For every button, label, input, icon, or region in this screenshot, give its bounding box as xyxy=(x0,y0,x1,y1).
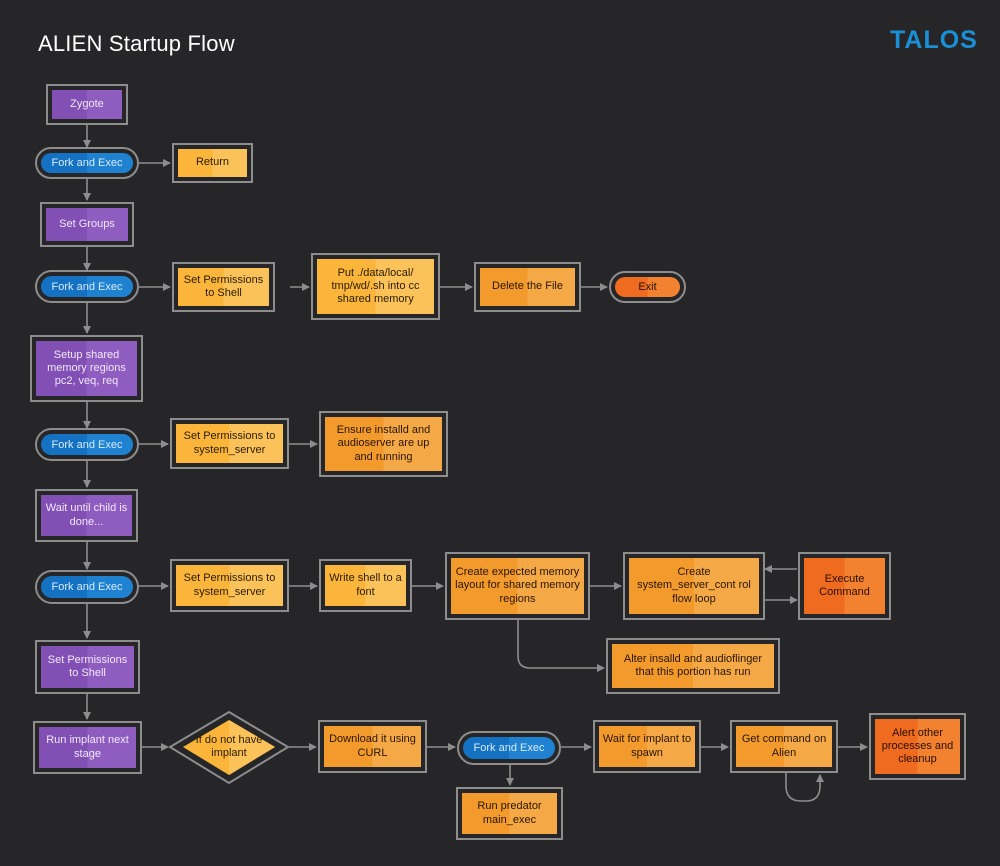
node-run-implant: Run implant next stage xyxy=(33,721,142,774)
node-create-control-loop: Create system_server_cont rol flow loop xyxy=(623,552,765,620)
node-exit-label: Exit xyxy=(615,277,680,297)
node-fork-and-exec-3: Fork and Exec xyxy=(35,428,139,461)
decision-diamond-right xyxy=(229,720,275,775)
node-exit: Exit xyxy=(609,271,686,303)
node-alter-installd-label: Alter insalld and audioflinger that this… xyxy=(612,644,774,688)
node-get-command-label: Get command on Alien xyxy=(736,726,832,767)
node-return: Return xyxy=(172,143,253,183)
decision-if-no-implant: If do not have implant xyxy=(195,733,263,759)
node-set-groups-label: Set Groups xyxy=(46,208,128,241)
node-zygote: Zygote xyxy=(46,84,128,125)
node-set-permissions-shell-1: Set Permissions to Shell xyxy=(172,262,275,312)
node-fork-and-exec-1: Fork and Exec xyxy=(35,147,139,179)
node-return-label: Return xyxy=(178,149,247,177)
node-setup-shared-memory-label: Setup shared memory regions pc2, veq, re… xyxy=(36,341,137,396)
node-wait-until-child-label: Wait until child is done... xyxy=(41,495,132,536)
node-set-permissions-shell-2: Set Permissions to Shell xyxy=(35,640,140,694)
node-fork-and-exec-2: Fork and Exec xyxy=(35,270,139,303)
node-fork-and-exec-1-label: Fork and Exec xyxy=(41,153,133,173)
node-wait-for-implant-label: Wait for implant to spawn xyxy=(599,726,695,767)
node-download-curl-label: Download it using CURL xyxy=(324,726,421,767)
node-run-predator-label: Run predator main_exec xyxy=(462,793,557,834)
node-fork-and-exec-2-label: Fork and Exec xyxy=(41,276,133,297)
node-fork-and-exec-5: Fork and Exec xyxy=(457,731,561,765)
node-delete-file: Delete the File xyxy=(474,262,581,312)
decision-diamond-border xyxy=(168,710,290,785)
node-set-permissions-system-server-2: Set Permissions to system_server xyxy=(170,559,289,612)
node-create-memory-layout-label: Create expected memory layout for shared… xyxy=(451,558,584,614)
node-put-file-label: Put ./data/local/ tmp/wd/.sh into cc sha… xyxy=(317,259,434,314)
node-get-command: Get command on Alien xyxy=(730,720,838,773)
node-put-file: Put ./data/local/ tmp/wd/.sh into cc sha… xyxy=(311,253,440,320)
node-run-predator: Run predator main_exec xyxy=(456,787,563,840)
talos-logo: TALOS xyxy=(890,26,978,54)
node-set-groups: Set Groups xyxy=(40,202,134,247)
node-write-shell: Write shell to a font xyxy=(319,559,412,612)
node-fork-and-exec-4: Fork and Exec xyxy=(35,570,139,604)
node-set-permissions-system-server-2-label: Set Permissions to system_server xyxy=(176,565,283,606)
diagram-title: ALIEN Startup Flow xyxy=(38,31,235,56)
node-write-shell-label: Write shell to a font xyxy=(325,565,406,606)
node-download-curl: Download it using CURL xyxy=(318,720,427,773)
node-fork-and-exec-3-label: Fork and Exec xyxy=(41,434,133,455)
node-wait-for-implant: Wait for implant to spawn xyxy=(593,720,701,773)
node-create-memory-layout: Create expected memory layout for shared… xyxy=(445,552,590,620)
node-alert-cleanup: Alert other processes and cleanup xyxy=(869,713,966,780)
edge-getcmd-loop xyxy=(785,771,824,802)
node-wait-until-child: Wait until child is done... xyxy=(35,489,138,542)
node-alter-installd: Alter insalld and audioflinger that this… xyxy=(606,638,780,694)
node-create-control-loop-label: Create system_server_cont rol flow loop xyxy=(629,558,759,614)
node-set-permissions-system-server-1: Set Permissions to system_server xyxy=(170,418,289,469)
node-ensure-installd-label: Ensure installd and audioserver are up a… xyxy=(325,417,442,471)
edge-layout-alter xyxy=(517,620,605,672)
node-setup-shared-memory: Setup shared memory regions pc2, veq, re… xyxy=(30,335,143,402)
node-set-permissions-system-server-1-label: Set Permissions to system_server xyxy=(176,424,283,463)
node-fork-and-exec-4-label: Fork and Exec xyxy=(41,576,133,598)
node-zygote-label: Zygote xyxy=(52,90,122,119)
node-delete-file-label: Delete the File xyxy=(480,268,575,306)
node-set-permissions-shell-2-label: Set Permissions to Shell xyxy=(41,646,134,688)
node-fork-and-exec-5-label: Fork and Exec xyxy=(463,737,555,759)
node-set-permissions-shell-1-label: Set Permissions to Shell xyxy=(178,268,269,306)
node-ensure-installd: Ensure installd and audioserver are up a… xyxy=(319,411,448,477)
node-run-implant-label: Run implant next stage xyxy=(39,727,136,768)
node-alert-cleanup-label: Alert other processes and cleanup xyxy=(875,719,960,774)
node-execute-command-label: Execute Command xyxy=(804,558,885,614)
node-execute-command: Execute Command xyxy=(798,552,891,620)
